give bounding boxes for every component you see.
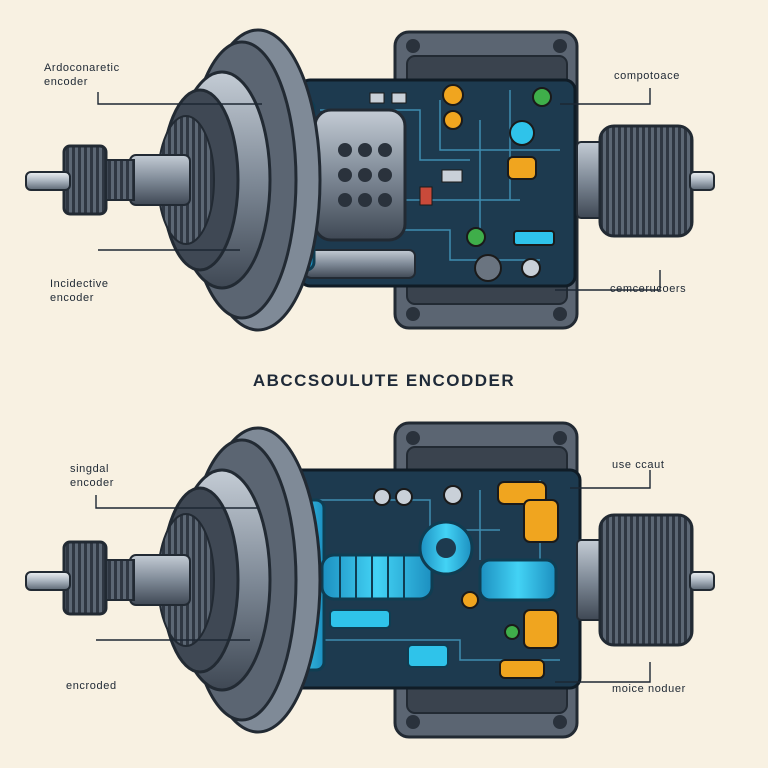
top-right-cap: [598, 124, 694, 238]
bottom-right-cap: [598, 513, 694, 647]
bottom-encoder: [25, 421, 715, 739]
top-shaft: [25, 171, 71, 191]
top-encoder: [25, 28, 715, 332]
diagram-title: ABCCSOULUTE ENCODDER: [252, 371, 516, 390]
label-bottom-bottom-right: moice noduer: [612, 683, 686, 695]
label-top-bottom-right: cemcerucoers: [610, 283, 687, 295]
bottom-amber-chip-1: [497, 481, 547, 505]
label-top-left: Ardoconaretic encoder: [44, 62, 120, 88]
bottom-coil: [320, 553, 434, 601]
top-component-amber: [442, 84, 464, 106]
bottom-amber-chip-2: [523, 609, 559, 649]
top-component-green: [532, 87, 552, 107]
label-bottom-bottom-left: encroded: [66, 680, 117, 692]
label-bottom-top-right: use ccaut: [612, 459, 665, 471]
label-top-right: compotoace: [614, 70, 680, 82]
bottom-shaft: [25, 571, 71, 591]
label-top-bottom-left: Incidective encoder: [50, 278, 109, 304]
label-bottom-top-left: singdal encoder: [70, 463, 114, 489]
